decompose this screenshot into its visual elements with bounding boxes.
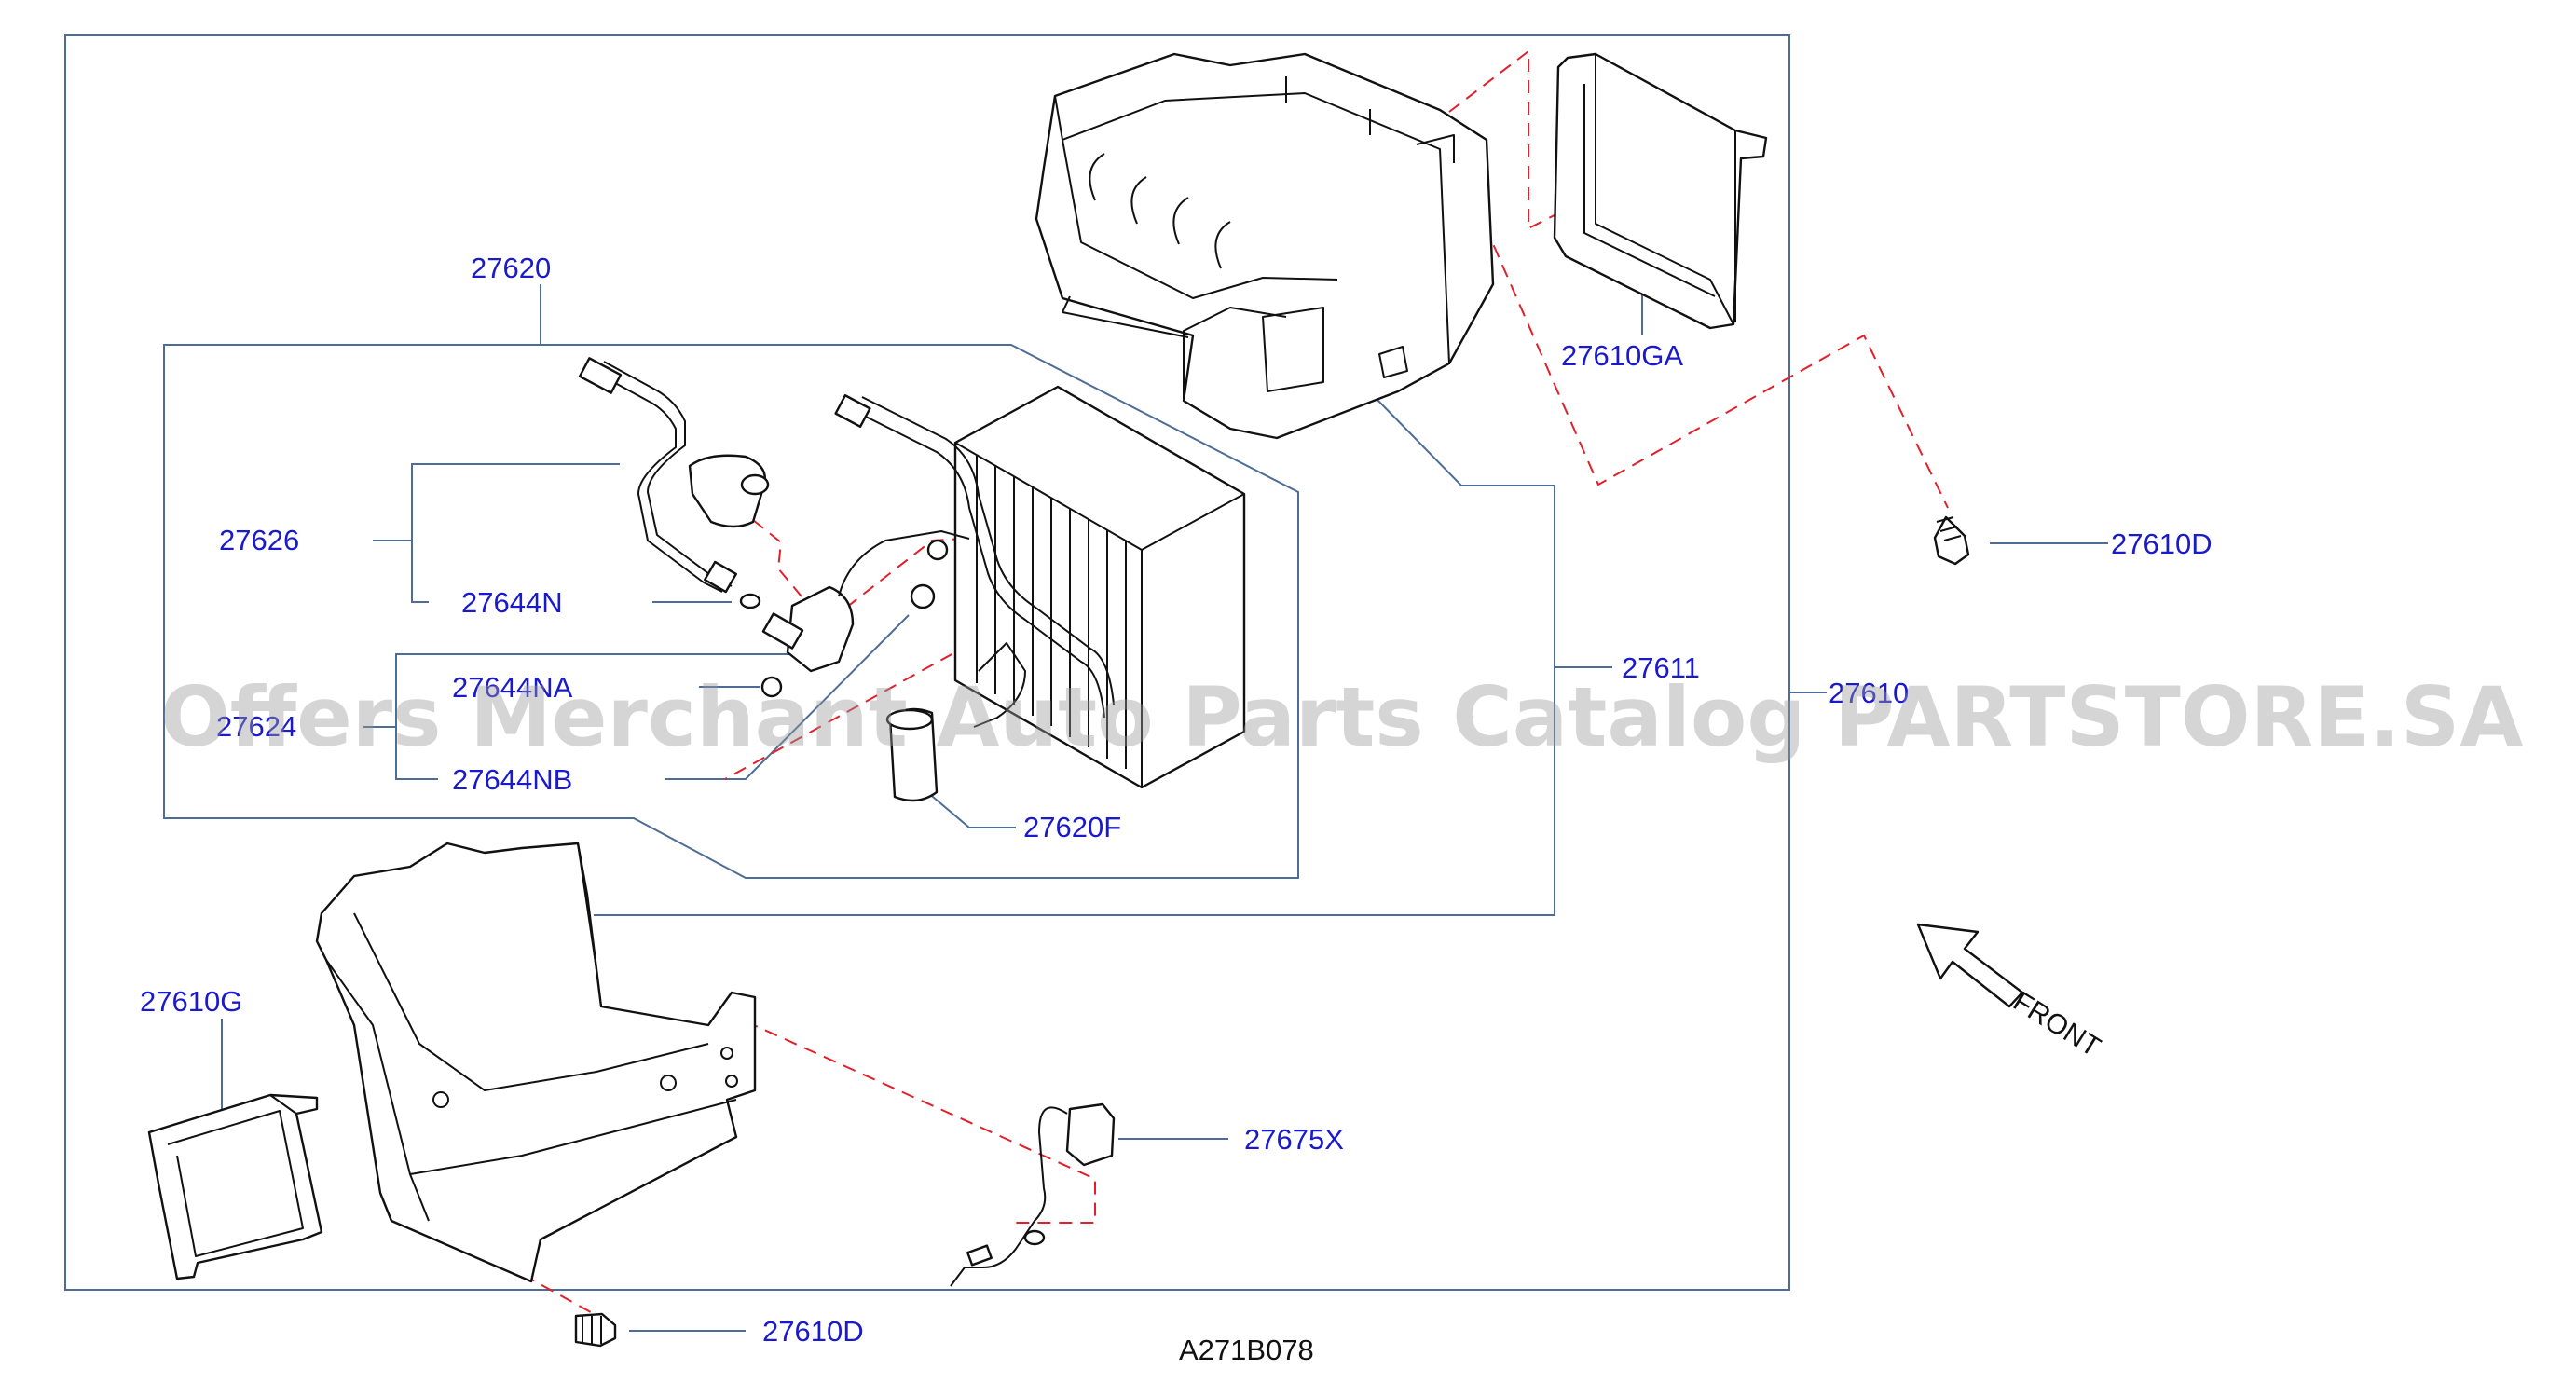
label-27644N[interactable]: 27644N: [461, 586, 563, 619]
evaporator-pipes: [834, 394, 1115, 728]
dashed-lower-case-to-screw: [391, 1201, 609, 1322]
screw-bottom: [574, 1312, 617, 1348]
label-27675X[interactable]: 27675X: [1244, 1123, 1344, 1156]
label-27610D-bottom[interactable]: 27610D: [762, 1315, 864, 1348]
reference-code: A271B078: [1179, 1334, 1314, 1366]
dashed-case-to-screw: [1467, 185, 1949, 509]
evaporator-core: [953, 385, 1246, 789]
label-27644NB[interactable]: 27644NB: [452, 763, 572, 796]
bracket-27626: [411, 463, 620, 603]
leader-27644NB: [665, 614, 910, 780]
front-arrow: FRONT: [1916, 923, 2105, 1063]
label-27626[interactable]: 27626: [219, 524, 299, 556]
filter-frame-lower: [147, 1093, 323, 1280]
watermark: Offers Merchant Auto Parts Catalog PARTS…: [160, 669, 2523, 765]
filter-frame-upper: [1553, 52, 1768, 330]
pressure-tube: [578, 357, 783, 698]
lower-case: [315, 842, 757, 1283]
label-27620[interactable]: 27620: [471, 252, 551, 284]
bracket-27611: [594, 396, 1555, 916]
leader-27620F: [926, 791, 1016, 828]
label-27624[interactable]: 27624: [216, 710, 296, 743]
temperature-sensor: [950, 1102, 1116, 1287]
upper-case: [1035, 52, 1495, 440]
dashed-case-to-filter-top: [1448, 48, 1646, 230]
evaporator-assembly-outline: [163, 344, 1299, 879]
outer-frame: [64, 34, 1790, 1291]
front-arrow-icon: [1916, 923, 2024, 1008]
label-27611[interactable]: 27611: [1622, 651, 1700, 684]
label-27644NA[interactable]: 27644NA: [452, 671, 573, 704]
label-27610[interactable]: 27610: [1829, 677, 1909, 709]
screw-right: [1933, 515, 1970, 566]
label-27610D-right[interactable]: 27610D: [2111, 527, 2213, 560]
label-27610G[interactable]: 27610G: [140, 985, 242, 1018]
bracket-27624: [395, 653, 809, 780]
label-27620F[interactable]: 27620F: [1023, 811, 1121, 843]
expansion-valve: [761, 530, 970, 673]
dashed-sensor-hose: [752, 519, 802, 597]
dashed-lower-case-to-sensor: [745, 1020, 1096, 1224]
label-27610GA[interactable]: 27610GA: [1561, 339, 1683, 372]
drain-hose: [885, 707, 939, 802]
front-label: FRONT: [2007, 986, 2105, 1063]
